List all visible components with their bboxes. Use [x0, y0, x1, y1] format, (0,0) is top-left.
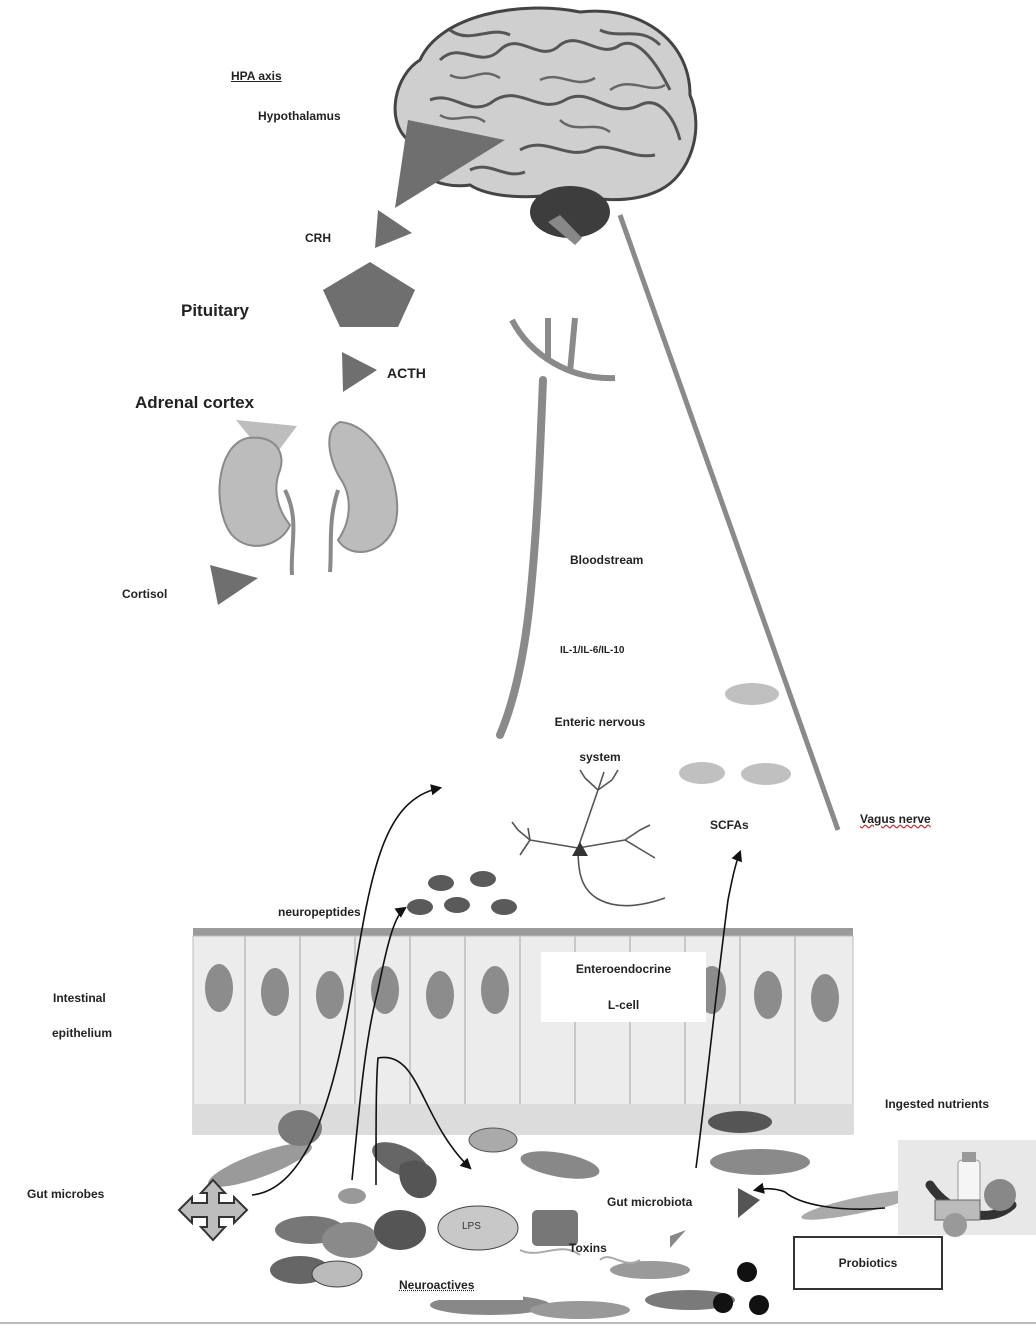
kidneys-illustration	[219, 422, 397, 575]
enteric-nervous-label-line2: system	[530, 750, 670, 764]
neuron-soma	[572, 842, 588, 856]
enteroendocrine-label-line2: L-cell	[541, 998, 706, 1012]
neuropeptides-label: neuropeptides	[278, 905, 361, 919]
cytokines-label: IL-1/IL-6/IL-10	[560, 645, 624, 656]
adrenal-cortex-label: Adrenal cortex	[135, 393, 254, 413]
vagus-nerve-label: Vagus nerve	[860, 812, 931, 826]
neuroactives-box: Neuroactives	[391, 1270, 523, 1300]
acth-triangle	[342, 352, 377, 392]
probiotic-bacteria	[713, 1262, 769, 1315]
cortisol-label: Cortisol	[122, 587, 167, 601]
gut-microbiota-box: Gut microbiota	[598, 1183, 736, 1219]
vagus-nerve-line	[620, 215, 838, 830]
gut-microbiota-label: Gut microbiota	[607, 1195, 692, 1209]
probiotics-label: Probiotics	[839, 1256, 898, 1270]
crh-label: CRH	[305, 231, 331, 245]
enteroendocrine-box: Enteroendocrine L-cell	[541, 952, 706, 1022]
intestinal-epithelium-label-line2: epithelium	[52, 1026, 112, 1040]
gut-microbes-label: Gut microbes	[27, 1187, 104, 1201]
toxins-label: Toxins	[569, 1241, 607, 1255]
ingested-nutrients-illustration	[898, 1140, 1036, 1237]
probiotics-box: Probiotics	[793, 1236, 943, 1290]
gut-microbes-cross-arrow	[179, 1180, 247, 1240]
intestinal-epithelium	[193, 928, 853, 1134]
blood-vessel	[500, 318, 615, 735]
pituitary-label: Pituitary	[181, 301, 249, 321]
cortisol-triangle	[210, 565, 258, 605]
ingested-nutrients-label: Ingested nutrients	[885, 1097, 989, 1111]
enteric-neuron	[512, 770, 665, 906]
intestinal-epithelium-label-line1: Intestinal	[53, 991, 106, 1005]
hpa-axis-label: HPA axis	[231, 69, 282, 83]
pituitary-pentagon	[323, 262, 415, 327]
enteroendocrine-label-line1: Enteroendocrine	[541, 962, 706, 976]
lps-label: LPS	[462, 1221, 481, 1232]
neuropeptide-granules	[407, 871, 517, 915]
acth-label: ACTH	[387, 365, 426, 381]
enteric-nervous-label-line1: Enteric nervous	[530, 715, 670, 729]
bloodstream-label: Bloodstream	[570, 553, 643, 567]
scfas-label: SCFAs	[710, 818, 749, 832]
neuroactives-label: Neuroactives	[399, 1278, 474, 1292]
scfa-clouds	[679, 683, 791, 785]
brain-illustration	[395, 8, 696, 245]
crh-triangle	[375, 210, 412, 248]
hypothalamus-label: Hypothalamus	[258, 109, 341, 123]
